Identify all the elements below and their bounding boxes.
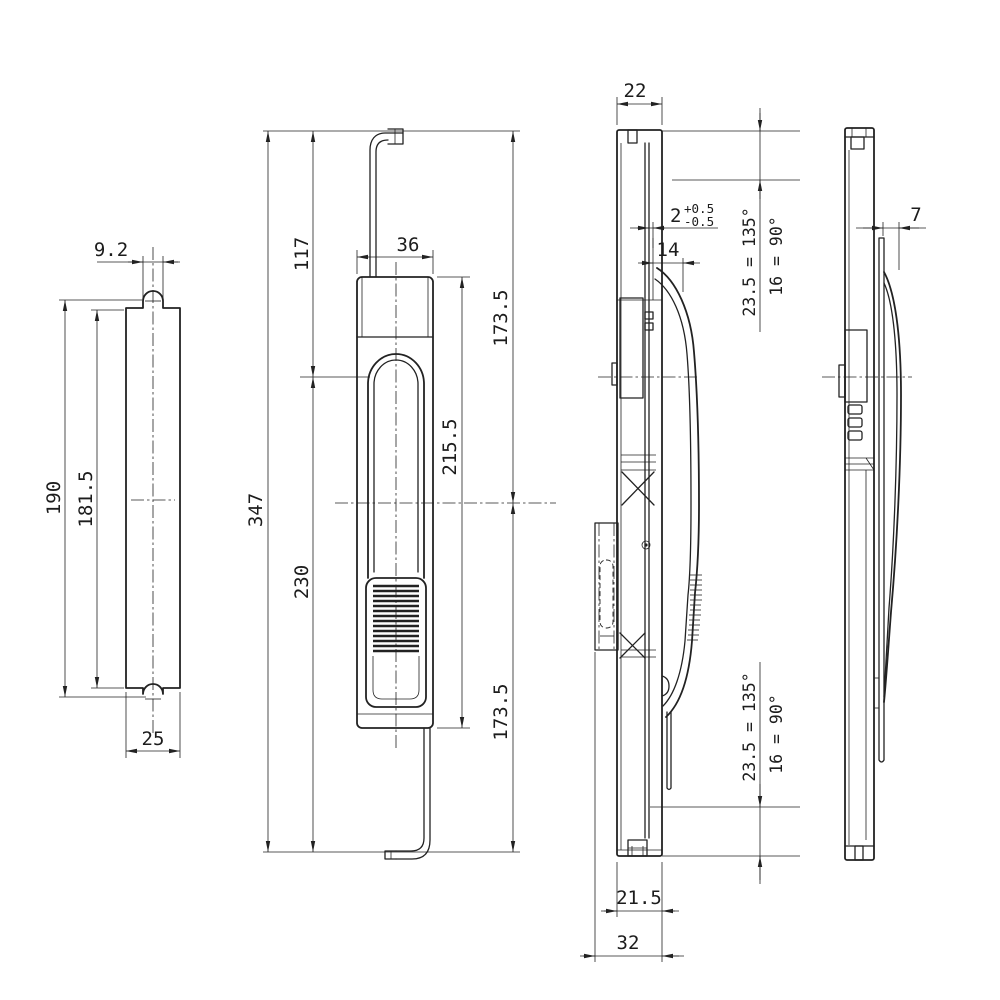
dim-plate-width: 25: [125, 692, 181, 758]
side-view-open: 22 2 +0.5 -0.5 14 23.5 = 135° 16 = 9: [580, 80, 800, 962]
dim-lower-section: 230: [291, 377, 316, 852]
side-open-grip-ribs: [687, 574, 702, 641]
side-open-outline: [594, 129, 702, 857]
dim-overall-height: 347: [245, 131, 271, 852]
dim-body-depth: 21.5: [601, 862, 679, 962]
dim-throw-bottom-135-label: 23.5 = 135°: [740, 672, 759, 781]
strike-plate-outline: [125, 290, 181, 695]
dim-lower-section-label: 230: [291, 565, 313, 599]
dim-height-overall-label: 190: [43, 481, 65, 515]
side-closed-outline: [838, 127, 902, 861]
dim-overall-depth: 32: [580, 652, 684, 962]
dim-throw-top-90-label: 16 = 90°: [767, 216, 786, 295]
dim-lower-half-label: 173.5: [490, 683, 512, 740]
dim-body-width-label: 36: [397, 234, 420, 256]
dim-body-height-label: 215.5: [439, 418, 461, 475]
dim-throw-top: 23.5 = 135° 16 = 90°: [662, 108, 800, 332]
dim-height-inner-label: 181.5: [75, 470, 97, 527]
dim-upper-rod-label: 117: [291, 237, 313, 271]
dim-upper-rod: 117: [291, 131, 370, 378]
dim-upper-half-label: 173.5: [490, 289, 512, 346]
dim-body-width: 36: [356, 234, 434, 274]
dim-rod-tip-gap-label: 2: [670, 205, 681, 227]
dim-height-inner: 181.5: [75, 309, 124, 689]
dim-overall-height-label: 347: [245, 493, 267, 527]
dim-throw-bottom: 23.5 = 135° 16 = 90°: [650, 662, 800, 884]
dim-slot-width-label: 9.2: [94, 239, 128, 261]
dim-body-height: 215.5: [437, 276, 470, 729]
dim-throw-top-135-label: 23.5 = 135°: [740, 207, 759, 316]
side-view-closed: 7: [822, 127, 926, 861]
dim-height-overall: 190: [43, 299, 146, 698]
dim-handle-offset: 14: [638, 239, 700, 292]
front-centerlines: [335, 262, 556, 748]
strike-plate-view: 9.2 190 181.5 25: [43, 239, 181, 758]
dim-body-depth-label: 21.5: [616, 887, 662, 909]
dim-slot-width: 9.2: [94, 239, 180, 298]
dim-rod-tip-gap: 2 +0.5 -0.5: [630, 201, 718, 248]
dim-rod-tip-gap-plus: +0.5: [684, 201, 714, 216]
dim-plate-clearance-label: 7: [910, 204, 921, 226]
dim-plate-width-label: 25: [142, 728, 165, 750]
dim-plate-clearance: 7: [856, 204, 926, 270]
dim-depth-label: 22: [624, 80, 647, 102]
dim-handle-offset-label: 14: [657, 239, 680, 261]
dim-overall-depth-label: 32: [617, 932, 640, 954]
dim-depth: 22: [616, 80, 663, 125]
front-outline: [263, 128, 520, 860]
dim-upper-half: 173.5: [490, 131, 516, 503]
dim-lower-half: 173.5: [490, 503, 516, 852]
dim-throw-bottom-90-label: 16 = 90°: [767, 694, 786, 773]
dim-rod-tip-gap-minus: -0.5: [684, 214, 714, 229]
strike-plate-centerlines: [131, 247, 175, 733]
front-view: 117 230 347 36 215.5 173.5 173.5: [245, 128, 556, 860]
